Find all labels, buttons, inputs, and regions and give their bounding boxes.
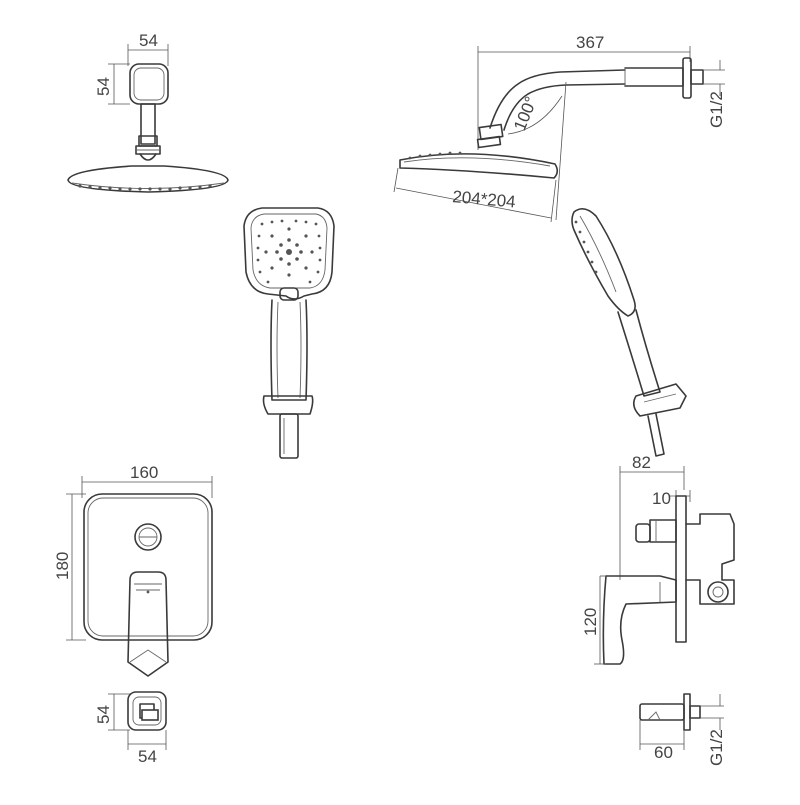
mixer-valve-side-view: 82 10 120	[581, 453, 735, 665]
valve-depth-label: 82	[632, 453, 651, 472]
outlet-width-label: 54	[138, 747, 157, 766]
head-size-label: 204*204	[452, 187, 517, 211]
side-head-nozzles	[408, 151, 462, 160]
arm-length-label: 367	[576, 33, 604, 52]
overhead-shower-side-view: 367 G1/2 100° 204*204	[393, 33, 726, 223]
arm-thread-label: G1/2	[707, 91, 726, 128]
hand-shower-side-view	[571, 208, 687, 457]
plate-width-label: 160	[130, 463, 158, 482]
outlet-front-view: 54 54	[94, 691, 167, 766]
plate-thickness-label: 10	[652, 489, 671, 508]
outlet-thread-label: G1/2	[707, 729, 726, 766]
outlet-length-label: 60	[654, 743, 673, 762]
overhead-nozzle-row	[78, 184, 212, 191]
hand-shower-front-view	[243, 207, 335, 459]
bracket-width-label: 54	[139, 31, 158, 50]
bracket-height-label: 54	[94, 77, 113, 96]
outlet-height-label: 54	[94, 705, 113, 724]
side-hand-nozzles	[574, 220, 598, 274]
hand-spray-nozzles	[256, 219, 322, 284]
outlet-side-view: 60 G1/2	[639, 693, 726, 766]
arm-angle-label: 100°	[510, 94, 541, 134]
overhead-shower-front-view: 54 54	[67, 31, 229, 193]
valve-height-label: 120	[581, 608, 600, 636]
mixer-valve-front-view: 160 180	[53, 463, 213, 677]
plate-height-label: 180	[53, 552, 72, 580]
